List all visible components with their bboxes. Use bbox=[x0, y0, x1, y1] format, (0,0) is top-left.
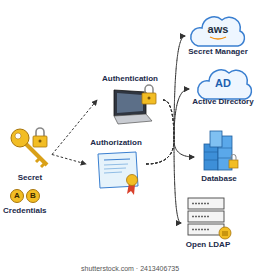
service-node: awsSecret Manager bbox=[185, 12, 251, 60]
laptop-icon bbox=[114, 85, 156, 124]
node-label: Active Directory bbox=[192, 97, 253, 107]
service-node: AD Active Directory bbox=[189, 67, 257, 111]
aws-smile bbox=[210, 37, 226, 39]
credential-coin: B bbox=[26, 189, 40, 203]
node-label: Open LDAP bbox=[186, 240, 230, 250]
dashed-arrow bbox=[163, 100, 181, 223]
dashed-arrow bbox=[146, 36, 185, 164]
logo-text: aws bbox=[208, 23, 229, 35]
key-lock-icon bbox=[11, 128, 47, 167]
dashed-arrow bbox=[163, 89, 189, 140]
dashed-arrow bbox=[146, 89, 189, 164]
node-label: Authentication bbox=[102, 74, 158, 84]
process-node: Authentication bbox=[97, 74, 163, 126]
dashed-arrow bbox=[146, 140, 194, 164]
node-label: Secret Manager bbox=[188, 47, 248, 57]
credential-coin: A bbox=[10, 189, 24, 203]
server-icon bbox=[188, 198, 231, 239]
dashed-arrow bbox=[163, 100, 194, 157]
dashed-arrow bbox=[52, 155, 86, 165]
node-label: A bbox=[14, 191, 20, 201]
service-node: Open LDAP bbox=[181, 193, 235, 253]
watermark: shutterstock.com · 2413406735 bbox=[81, 264, 179, 273]
logo-text: AD bbox=[215, 77, 231, 89]
node-label: B bbox=[30, 191, 36, 201]
dashed-arrow bbox=[146, 140, 181, 223]
database-icon bbox=[204, 131, 238, 170]
node-label: Database bbox=[201, 174, 237, 184]
process-node: Authorization bbox=[86, 138, 146, 190]
node-label: Authorization bbox=[90, 138, 142, 148]
group-label: Credentials bbox=[3, 206, 47, 216]
cloud-shape bbox=[198, 70, 252, 99]
node-label: Secret bbox=[18, 173, 42, 183]
service-node: Database bbox=[194, 128, 244, 186]
secret-node: Secret bbox=[8, 124, 52, 185]
certificate-icon bbox=[98, 152, 138, 195]
cloud-shape bbox=[191, 17, 245, 46]
